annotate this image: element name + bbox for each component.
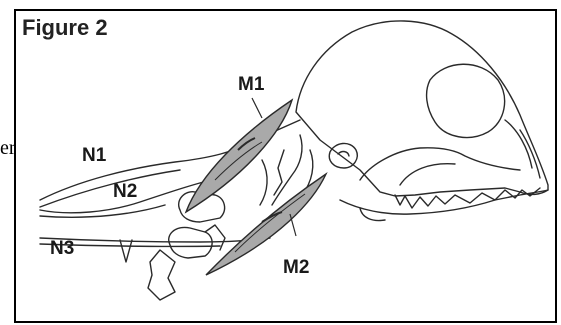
label-n2: N2 — [113, 182, 137, 201]
muscle-m1 — [186, 100, 292, 212]
label-n3: N3 — [50, 239, 74, 258]
label-m1: M1 — [238, 75, 264, 94]
skull-outline — [296, 21, 548, 196]
eye-orbit — [427, 64, 505, 137]
tympanic-bulla — [329, 143, 357, 168]
vertebra-lower — [148, 250, 175, 300]
label-m2: M2 — [283, 258, 309, 277]
lower-jaw — [340, 190, 548, 214]
nerve-n3 — [40, 238, 270, 242]
label-n1: N1 — [82, 146, 106, 165]
